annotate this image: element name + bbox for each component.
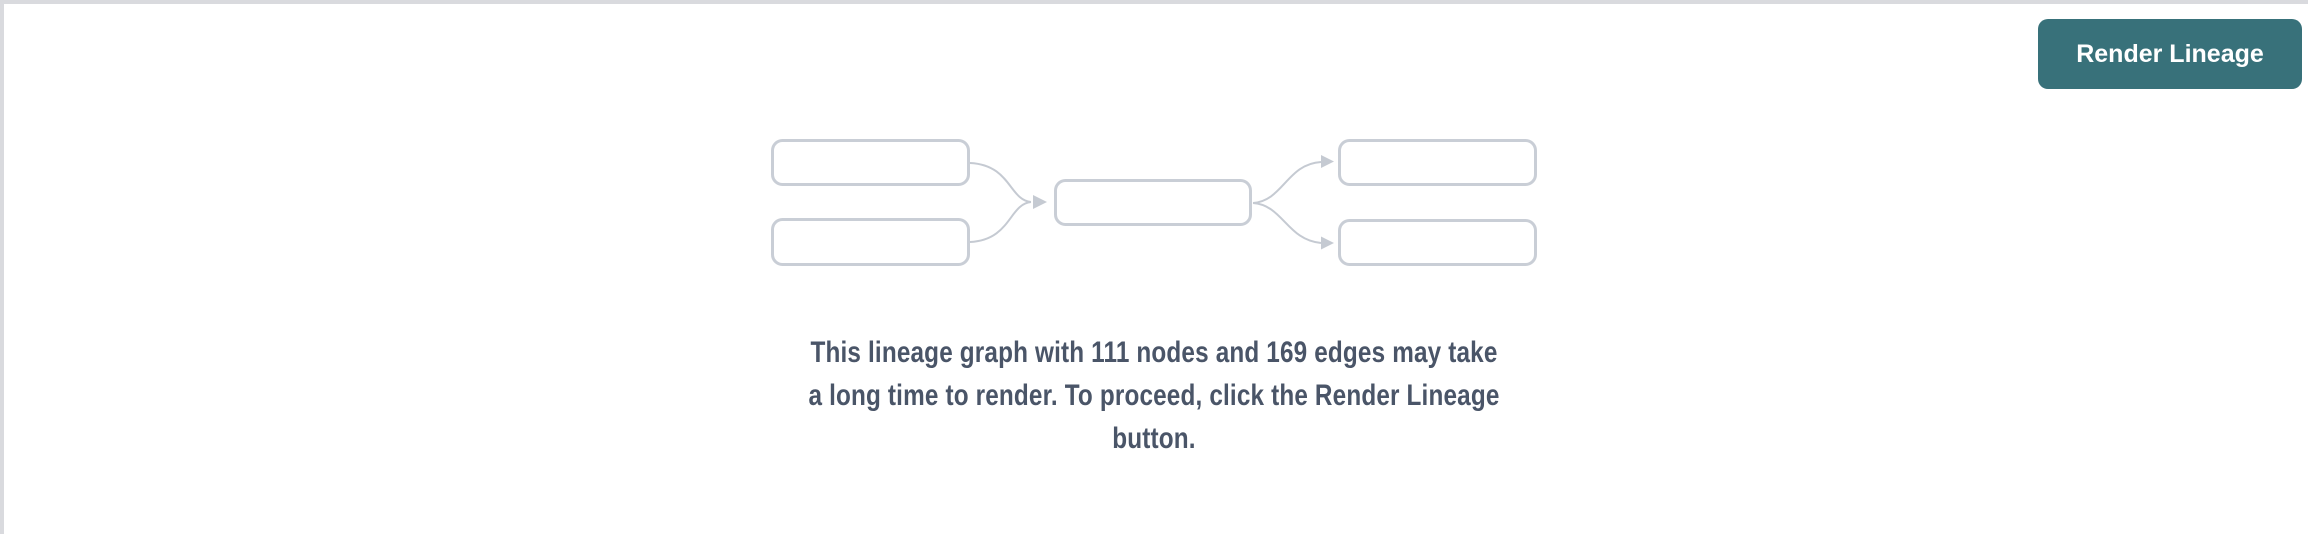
render-warning-text: This lineage graph with 111 nodes and 16… [219, 331, 2088, 460]
edge-arrowhead-icon [1321, 236, 1334, 250]
graph-edge [969, 162, 1032, 203]
graph-node-box [771, 218, 970, 266]
render-warning-message: This lineage graph with 111 nodes and 16… [0, 331, 2308, 460]
panel-left-border [0, 0, 4, 534]
edge-arrowhead-icon [1321, 155, 1334, 168]
graph-edge [1252, 161, 1322, 204]
message-line: This lineage graph with 111 nodes and 16… [810, 336, 1498, 369]
edge-arrowhead-icon [1033, 195, 1047, 209]
graph-node-box [771, 139, 970, 186]
graph-node-box [1338, 139, 1537, 186]
graph-edge [1252, 202, 1322, 244]
message-line: a long time to render. To proceed, click… [808, 379, 1500, 412]
render-lineage-button[interactable]: Render Lineage [2038, 19, 2302, 89]
graph-node-box [1054, 179, 1252, 226]
graph-node-box [1338, 219, 1537, 266]
message-line: button. [1112, 422, 1196, 455]
panel-top-border [0, 0, 2308, 4]
graph-edge [969, 201, 1032, 243]
mini-lineage-graph-illustration [771, 139, 1537, 266]
